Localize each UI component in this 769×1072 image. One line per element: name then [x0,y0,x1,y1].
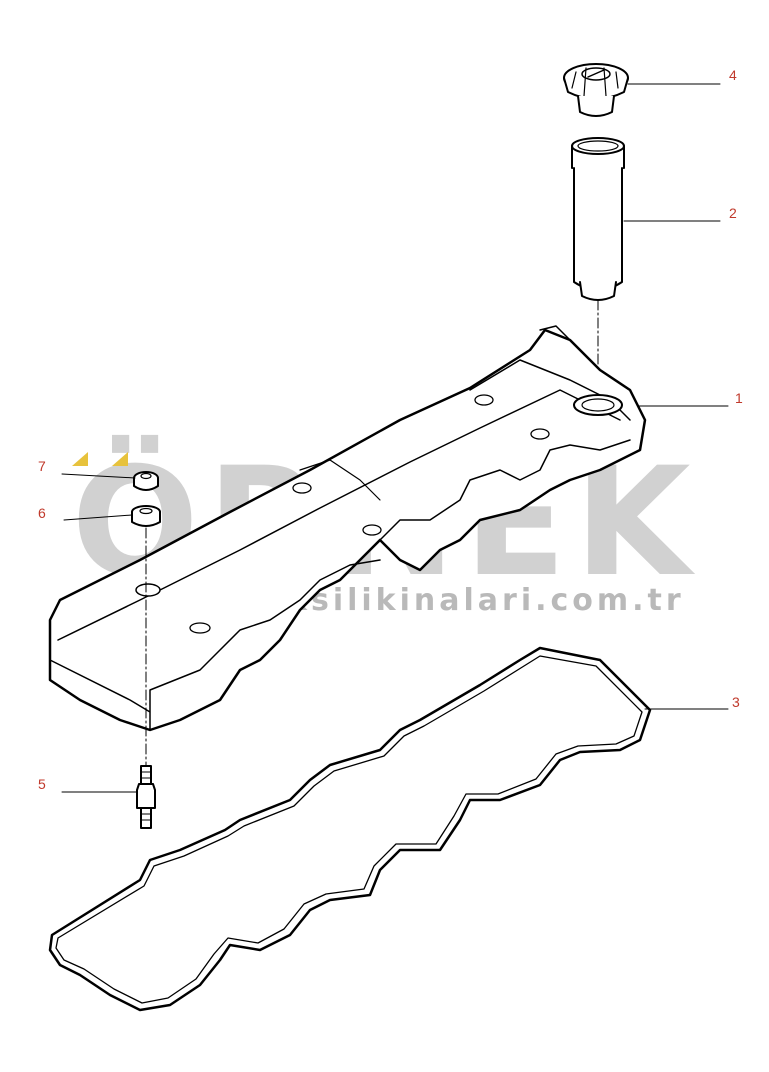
callout-5: 5 [38,776,46,792]
grommet [131,505,161,527]
valve-cover-gasket [48,646,652,1012]
oil-filler-cap [563,63,629,117]
callout-1: 1 [735,390,743,406]
callout-6: 6 [38,505,46,521]
leader-line-6 [63,514,133,521]
stud-bolt [136,765,156,829]
filler-tube [571,137,625,301]
callout-2: 2 [729,205,737,221]
valve-cover [48,325,647,732]
leader-line-7 [61,473,136,479]
callout-4: 4 [729,67,737,83]
watermark-accent-right [112,452,128,466]
nut [133,471,159,491]
watermark-accent-left [72,452,88,466]
callout-3: 3 [732,694,740,710]
callout-7: 7 [38,458,46,474]
